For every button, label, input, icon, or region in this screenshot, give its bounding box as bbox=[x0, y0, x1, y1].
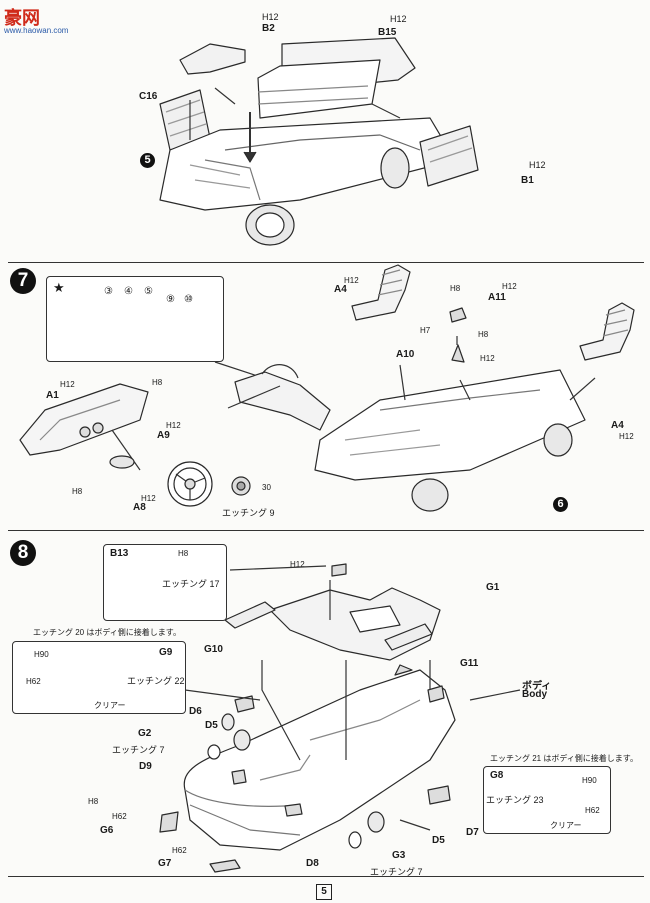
part-ref-d6: D6 bbox=[189, 706, 202, 717]
h62-box: H62 bbox=[112, 812, 127, 821]
a1-h: H12 bbox=[60, 380, 75, 389]
part-ref-d9: D9 bbox=[139, 761, 152, 772]
h-box: H12 bbox=[262, 12, 279, 22]
page-number: 5 bbox=[316, 884, 332, 900]
part-ref-d5: D5 bbox=[205, 720, 218, 731]
part-ref-a8: A8 bbox=[133, 502, 146, 513]
part-ref-d8: D8 bbox=[306, 858, 319, 869]
part-ref-a11: A11 bbox=[488, 292, 506, 303]
watermark-text: 豪网 bbox=[4, 8, 40, 28]
part-ref-b15: B15 bbox=[378, 27, 397, 38]
g9-inset bbox=[12, 641, 186, 714]
section-divider bbox=[8, 262, 644, 263]
part-ref-a1: A1 bbox=[46, 390, 59, 401]
dashboard-inset bbox=[46, 276, 224, 362]
note-etching-20: エッチング 20 はボディ側に接着します。 bbox=[33, 628, 181, 637]
step-8-number: 8 bbox=[10, 540, 36, 566]
part-ref-c16: C16 bbox=[139, 91, 158, 102]
decal-10: ⑩ bbox=[184, 294, 193, 305]
step-marker: 5 bbox=[140, 153, 155, 168]
part-ref-g8: G8 bbox=[490, 770, 504, 781]
part-ref-b2-label: B2 bbox=[262, 23, 275, 34]
part-ref-g1: G1 bbox=[486, 582, 500, 593]
clear-label: クリアー bbox=[94, 701, 126, 710]
a8-h: H12 bbox=[141, 494, 156, 503]
h-box: H12 bbox=[390, 14, 407, 24]
part-ref-b15-h: H12 bbox=[390, 14, 407, 25]
etching-17: エッチング 17 bbox=[162, 579, 220, 589]
part-ref-a4: A4 bbox=[334, 284, 347, 295]
decal-3: ③ bbox=[104, 286, 113, 297]
section-divider bbox=[8, 876, 644, 877]
h12-box: H12 bbox=[480, 354, 495, 363]
body-label-en: Body bbox=[522, 689, 547, 700]
part-ref-g6: G6 bbox=[100, 825, 114, 836]
star-icon: ★ bbox=[53, 280, 65, 295]
a9-h: H12 bbox=[166, 421, 181, 430]
part-ref-d7: D7 bbox=[466, 827, 479, 838]
step-marker-6: 6 bbox=[553, 497, 568, 512]
part-ref-a10: A10 bbox=[396, 349, 415, 360]
decal-30: 30 bbox=[262, 483, 271, 492]
h12-box-2: H12 bbox=[290, 560, 305, 569]
g8-h90: H90 bbox=[582, 776, 597, 785]
h8-box-2: H8 bbox=[478, 330, 489, 339]
etching-23: エッチング 23 bbox=[486, 795, 544, 805]
a11-h: H12 bbox=[502, 282, 517, 291]
a4-right-h: H12 bbox=[619, 432, 634, 441]
etching-label: エッチング 9 bbox=[222, 508, 275, 518]
part-ref-g10: G10 bbox=[204, 644, 223, 655]
step-7-number: 7 bbox=[10, 268, 36, 294]
part-ref-a4-right: A4 bbox=[611, 420, 624, 431]
part-ref-b13: B13 bbox=[110, 548, 129, 559]
part-ref-b2: H12 bbox=[262, 12, 279, 23]
part-ref-d5-2: D5 bbox=[432, 835, 445, 846]
part-ref-g3: G3 bbox=[392, 850, 406, 861]
part-ref-g2: G2 bbox=[138, 728, 152, 739]
part-ref-b1-h: H12 bbox=[529, 160, 546, 171]
watermark-logo: 豪网 bbox=[4, 4, 40, 30]
g9-h62: H62 bbox=[26, 677, 41, 686]
etching-7-2: エッチング 7 bbox=[370, 867, 423, 877]
h8-box-5: H8 bbox=[178, 549, 189, 558]
decal-9: ⑨ bbox=[166, 294, 175, 305]
part-ref-g7: G7 bbox=[158, 858, 172, 869]
part-ref-g9: G9 bbox=[159, 647, 173, 658]
h-box: H12 bbox=[529, 160, 546, 170]
part-ref-b1: B1 bbox=[521, 175, 534, 186]
note-etching-21: エッチング 21 はボディ側に接着します。 bbox=[490, 754, 638, 763]
section-divider bbox=[8, 530, 644, 531]
part-ref-a9: A9 bbox=[157, 430, 170, 441]
h7-box: H7 bbox=[420, 326, 431, 335]
clear-label-2: クリアー bbox=[550, 821, 582, 830]
b13-inset bbox=[103, 544, 227, 621]
h8-box-4: H8 bbox=[72, 487, 83, 496]
body-label-jp: ボディ bbox=[522, 681, 552, 692]
h8-box-3: H8 bbox=[152, 378, 163, 387]
decal-5: ⑤ bbox=[144, 286, 153, 297]
watermark-url: www.haowan.com bbox=[4, 26, 69, 35]
h8-box: H8 bbox=[450, 284, 461, 293]
decal-4: ④ bbox=[124, 286, 133, 297]
etching-22: エッチング 22 bbox=[127, 676, 185, 686]
h62-box-2: H62 bbox=[172, 846, 187, 855]
a4-h: H12 bbox=[344, 276, 359, 285]
g8-h62: H62 bbox=[585, 806, 600, 815]
g9-h90: H90 bbox=[34, 650, 49, 659]
g8-inset bbox=[483, 766, 611, 834]
part-ref-g11: G11 bbox=[460, 658, 479, 669]
h8-box-6: H8 bbox=[88, 797, 99, 806]
etching-7: エッチング 7 bbox=[112, 745, 165, 755]
